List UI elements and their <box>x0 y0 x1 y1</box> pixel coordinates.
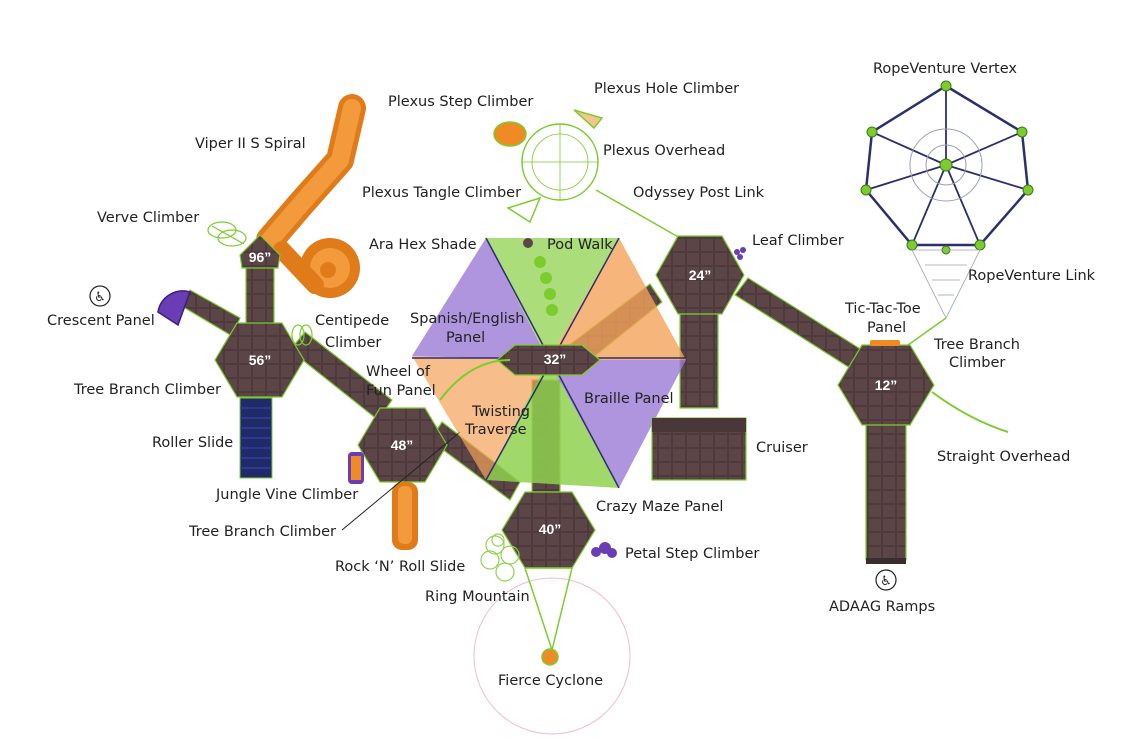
svg-text:♿: ♿ <box>94 290 106 305</box>
leader-line <box>341 431 461 531</box>
pod-walk <box>523 238 558 316</box>
label-viper: Viper II S Spiral <box>195 136 306 152</box>
crescent-panel <box>157 290 191 327</box>
label-pod-walk: Pod Walk <box>547 237 613 253</box>
odyssey-post-link <box>595 189 681 239</box>
label-verve: Verve Climber <box>97 210 199 226</box>
accessibility-icon-1: ♿ <box>89 285 111 307</box>
label-spanish-2: Panel <box>446 330 485 346</box>
straight-overhead <box>931 391 1009 433</box>
label-cruiser: Cruiser <box>756 440 808 456</box>
cruiser <box>651 417 747 481</box>
label-adaag: ADAAG Ramps <box>829 599 935 615</box>
label-fierce-cyclone: Fierce Cyclone <box>498 673 603 689</box>
label-crescent: Crescent Panel <box>47 313 155 329</box>
deck-12-label: 12” <box>875 377 898 393</box>
label-plexus-tangle: Plexus Tangle Climber <box>362 185 521 201</box>
deck-12 <box>837 344 935 426</box>
tic-tac-toe-panel <box>870 340 900 346</box>
deck-48-label: 48” <box>391 437 414 453</box>
label-ring-mountain: Ring Mountain <box>425 589 530 605</box>
deck-32 <box>496 344 601 376</box>
fierce-cyclone <box>473 567 631 735</box>
label-roller: Roller Slide <box>152 435 233 451</box>
plexus-overhead <box>493 109 604 224</box>
twisting-traverse <box>439 359 511 401</box>
svg-text:♿: ♿ <box>880 574 892 589</box>
label-tree-branch-2: Tree Branch Climber <box>188 524 336 540</box>
label-straight-overhead: Straight Overhead <box>937 449 1070 465</box>
label-ropeventure-link: RopeVenture Link <box>968 268 1096 284</box>
label-tree-branch-3a: Tree Branch <box>933 337 1020 353</box>
leaf-climber <box>734 247 746 260</box>
deck-24 <box>655 235 745 315</box>
label-jungle-vine: Jungle Vine Climber <box>215 487 358 503</box>
deck-56 <box>214 322 305 398</box>
deck-48 <box>357 407 448 483</box>
petal-step-climber <box>591 542 617 558</box>
label-twisting-1: Twisting <box>471 404 530 420</box>
deck-24-label: 24” <box>689 267 712 283</box>
label-plexus-hole: Plexus Hole Climber <box>594 81 739 97</box>
rock-n-roll-slide <box>392 482 418 550</box>
deck-40-label: 40” <box>539 521 562 537</box>
label-spanish-1: Spanish/English <box>410 311 525 327</box>
label-centipede-2: Climber <box>325 335 381 351</box>
label-tree-branch-1: Tree Branch Climber <box>73 382 221 398</box>
ropeventure-connector <box>907 317 947 346</box>
deck-96 <box>239 234 281 269</box>
roller-slide <box>239 397 273 479</box>
label-crazy-maze: Crazy Maze Panel <box>596 499 723 515</box>
label-tictactoe-2: Panel <box>867 320 906 336</box>
centipede-climber <box>291 324 313 346</box>
label-braille: Braille Panel <box>584 391 674 407</box>
label-petal-step: Petal Step Climber <box>625 546 759 562</box>
ropeventure-link <box>911 249 981 319</box>
label-plexus-step: Plexus Step Climber <box>388 94 533 110</box>
viper-spiral-slide <box>256 94 366 298</box>
label-rock-n-roll: Rock ‘N’ Roll Slide <box>335 559 465 575</box>
label-wheel-2: Fun Panel <box>366 383 436 399</box>
label-twisting-2: Traverse <box>464 422 527 438</box>
ara-hex-shade <box>412 237 686 489</box>
ramp-end <box>866 558 906 564</box>
accessibility-icon-2: ♿ <box>875 569 897 591</box>
label-centipede-1: Centipede <box>315 313 389 329</box>
ring-mountain <box>480 533 520 582</box>
label-plexus-overhead: Plexus Overhead <box>603 143 725 159</box>
label-ara-hex: Ara Hex Shade <box>369 237 477 253</box>
deck-32-label: 32” <box>544 351 567 367</box>
label-tictactoe-1: Tic-Tac-Toe <box>844 301 921 317</box>
deck-56-label: 56” <box>249 352 272 368</box>
jungle-vine-climber-part <box>348 452 364 484</box>
label-odyssey: Odyssey Post Link <box>633 185 765 201</box>
label-tree-branch-3b: Climber <box>949 355 1005 371</box>
deck-96-label: 96” <box>249 249 272 265</box>
label-leaf: Leaf Climber <box>752 233 844 249</box>
label-wheel-1: Wheel of <box>366 364 431 380</box>
verve-climber <box>207 221 247 247</box>
label-ropeventure-vertex: RopeVenture Vertex <box>873 61 1017 77</box>
ropeventure-vertex <box>860 80 1034 255</box>
